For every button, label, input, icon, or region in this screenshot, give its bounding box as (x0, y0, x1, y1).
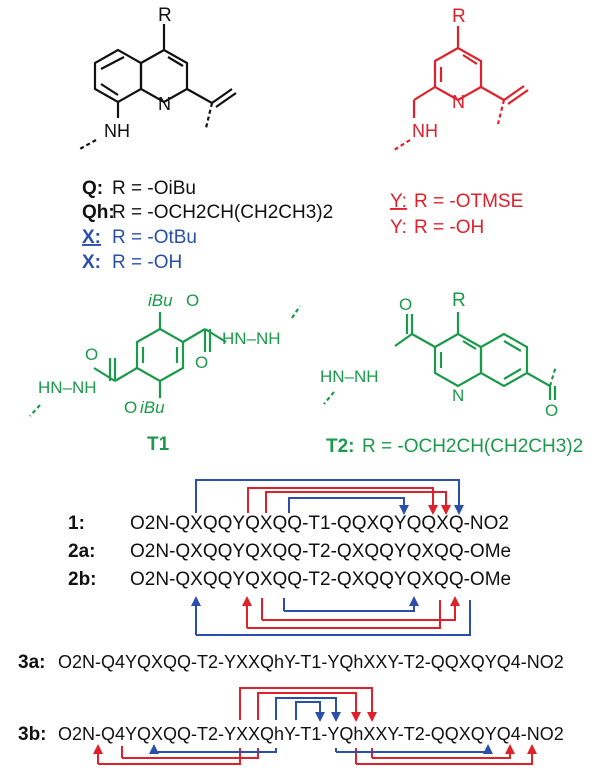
def-x-key: X: (82, 252, 101, 273)
sequence-rows: 1: O2N-QXQQYQXQQ-T1-QQXQYQQXQ-NO2 2a: O2… (68, 513, 511, 590)
def-x-protected-value: R = -OtBu (112, 227, 197, 248)
seq-2a-text: O2N-QXQQYQXQQ-T2-QXQQYQXQQ-OMe (130, 541, 511, 562)
t1-o-top: O (186, 291, 199, 310)
t2-r-label: R (452, 290, 466, 311)
def-qh-value: R = -OCH2CH(CH2CH3)2 (112, 202, 333, 223)
seq-3b-text: O2N-Q4YQXQQ-T2-YXXQhY-T1-YQhXXY-T2-QQXQY… (58, 724, 564, 744)
def-y-key: Y: (390, 217, 407, 238)
t2-o-label: O (399, 295, 412, 314)
sequence-3b: 3b: O2N-Q4YQXQQ-T2-YXXQhY-T1-YQhXXY-T2-Q… (18, 724, 564, 745)
connectors-bottom-3b (93, 744, 537, 765)
seq-2a-label: 2a: (68, 541, 95, 562)
def-x-value: R = -OH (112, 252, 182, 273)
t1-o-left: O (85, 345, 98, 364)
t1-hydrazide-right: HN–NH (222, 329, 281, 348)
def-y-value: R = -OH (414, 217, 484, 238)
def-y-protected-value: R = -OTMSE (414, 191, 523, 212)
pyridine-nh-label: NH (412, 121, 438, 141)
t2-structure (323, 312, 558, 405)
def-qh-key: Qh: (82, 202, 115, 223)
definition-list-left: Q: R = -OiBu Qh: R = -OCH2CH(CH2CH3)2 X:… (82, 178, 333, 273)
pyridine-n-label: N (452, 92, 465, 112)
quinoline-nh-label: NH (104, 121, 130, 141)
t1-o-right: O (195, 353, 208, 372)
t1-title: T1 (147, 434, 170, 455)
def-y-protected-key: Y: (390, 191, 407, 212)
t2-title: T2: (326, 436, 355, 457)
pyridine-r-label: R (452, 6, 466, 27)
seq-2b-label: 2b: (68, 569, 97, 590)
connectors-bottom-2 (191, 596, 471, 636)
t1-ibu-top: iBu (148, 291, 173, 310)
def-q-value: R = -OiBu (112, 178, 196, 199)
t2-definition: R = -OCH2CH(CH2CH3)2 (362, 436, 583, 457)
def-x-protected-key: X: (82, 227, 101, 248)
def-q-key: Q: (82, 178, 103, 199)
t1-ibu-bottom: iBu (140, 398, 165, 417)
t2-o-right: O (545, 401, 558, 420)
seq-2b-text: O2N-QXQQYQXQQ-T2-QXQQYQXQQ-OMe (130, 569, 511, 590)
sequence-3a: 3a: O2N-Q4YQXQQ-T2-YXXQhY-T1-YQhXXY-T2-Q… (18, 652, 564, 673)
t1-o-bottom: O (124, 398, 137, 417)
quinoline-n-label: N (158, 94, 171, 114)
seq-1-text: O2N-QXQQYQXQQ-T1-QQXQYQQXQ-NO2 (130, 513, 509, 534)
quinoline-r-label: R (158, 5, 172, 26)
t2-labels: R O HN–NH N O (320, 290, 558, 420)
t2-hydrazide: HN–NH (320, 367, 379, 386)
seq-1-label: 1: (68, 513, 85, 534)
definition-list-right: Y: R = -OTMSE Y: R = -OH (390, 191, 523, 238)
seq-3b-label: 3b: (18, 724, 47, 745)
t1-labels: iBu O O HN–NH O HN–NH O iBu (38, 291, 281, 417)
quinoline-structure (77, 24, 237, 151)
t1-structure (29, 305, 301, 417)
seq-3a-text: O2N-Q4YQXQQ-T2-YXXQhY-T1-YQhXXY-T2-QQXQY… (58, 652, 564, 672)
seq-3a-label: 3a: (18, 652, 45, 673)
t2-n-label: N (452, 386, 464, 405)
pyridine-structure (393, 26, 529, 151)
t1-hydrazide-left: HN–NH (38, 378, 97, 397)
connectors-top-1 (195, 479, 464, 515)
connectors-top-3b (239, 687, 377, 722)
